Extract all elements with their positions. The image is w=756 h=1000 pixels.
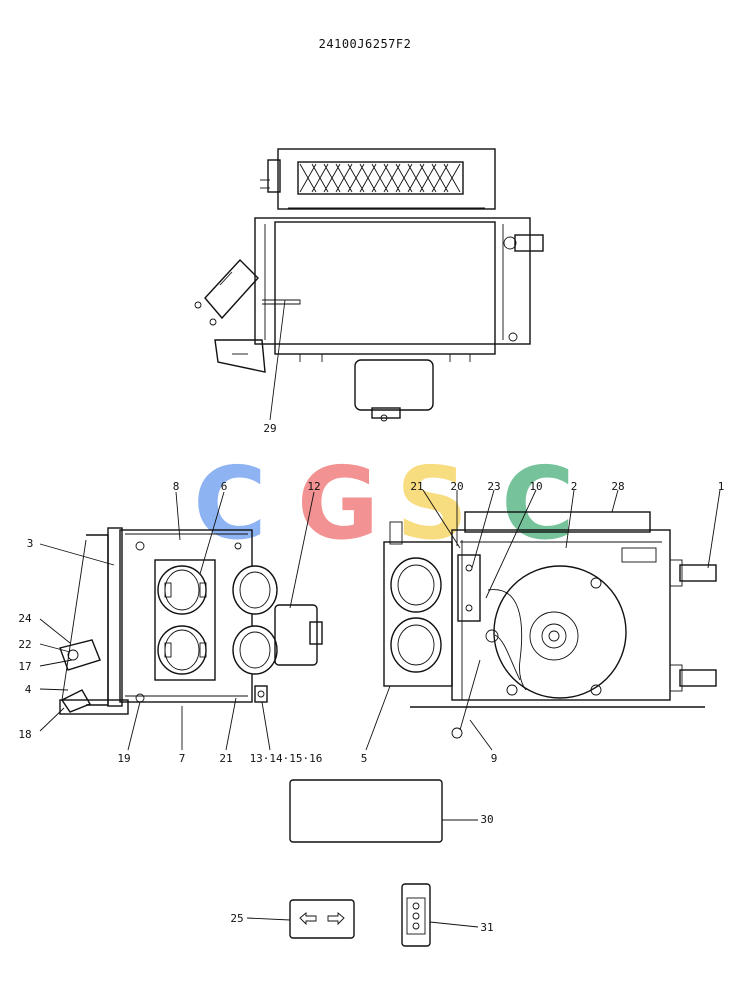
- callout-9: 9: [491, 752, 498, 765]
- callout-18: 18: [18, 728, 31, 741]
- drawing-code: 24100J6257F2: [319, 37, 412, 51]
- callout-23: 23: [487, 480, 500, 493]
- callout-10: 10: [529, 480, 542, 493]
- callout-6: 6: [221, 480, 228, 493]
- callout-29: 29: [263, 422, 276, 435]
- decal-25: [246, 899, 355, 939]
- callout-31: 31: [480, 921, 493, 934]
- callout-21-right: 21: [410, 480, 423, 493]
- top-view-heater-unit: [194, 148, 544, 422]
- callout-19: 19: [117, 752, 130, 765]
- callout-17: 17: [18, 660, 31, 673]
- callout-4: 4: [25, 683, 32, 696]
- callout-2: 2: [571, 480, 578, 493]
- decal-31: [401, 883, 479, 947]
- callout-30: 30: [480, 813, 493, 826]
- callout-3: 3: [27, 537, 34, 550]
- callout-21-left: 21: [219, 752, 232, 765]
- callout-12: 12: [307, 480, 320, 493]
- callout-7: 7: [179, 752, 186, 765]
- callout-24: 24: [18, 612, 32, 625]
- callout-13-16: 13·14·15·16: [250, 752, 323, 765]
- callout-5: 5: [361, 752, 368, 765]
- left-view-louver-unit: [59, 527, 323, 715]
- callout-22: 22: [18, 638, 31, 651]
- callout-25: 25: [230, 912, 243, 925]
- watermark-letter-4: C: [501, 445, 574, 562]
- callout-28: 28: [611, 480, 624, 493]
- watermark-letter-1: C: [193, 445, 266, 562]
- right-view-blower-unit: [383, 511, 717, 739]
- label-plate-30: [289, 779, 478, 843]
- callout-8: 8: [173, 480, 180, 493]
- callout-1: 1: [718, 480, 725, 493]
- filter-mesh: [299, 163, 461, 193]
- watermark-letter-2: G: [297, 445, 379, 562]
- callout-20: 20: [450, 480, 463, 493]
